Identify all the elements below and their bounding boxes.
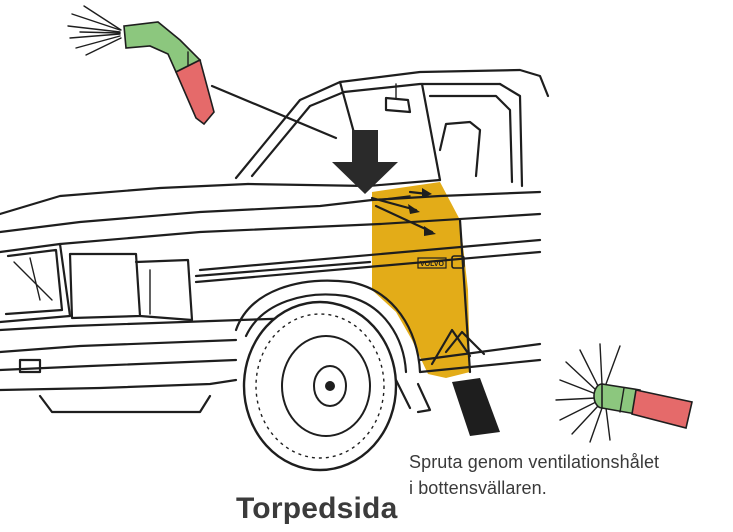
spray-lines-right — [555, 343, 621, 443]
spray-nozzle-right — [555, 343, 693, 443]
spray-nozzle-top — [67, 5, 215, 126]
car-outline — [0, 68, 550, 414]
sill-arrows — [430, 328, 500, 436]
flow-arrows — [370, 188, 436, 236]
caption-line-1: Spruta genom ventilationshålet — [409, 452, 660, 472]
instruction-caption: Spruta genom ventilationshålet i bottens… — [409, 449, 659, 501]
leader-line — [210, 84, 338, 140]
section-title: Torpedsida — [236, 492, 398, 525]
badge-text: VOLVO — [420, 261, 445, 268]
badge: VOLVO — [417, 255, 465, 269]
front-wheel — [242, 300, 398, 472]
spray-lines-top — [67, 5, 122, 56]
treated-area — [372, 182, 470, 378]
caption-line-2: i bottensvällaren. — [409, 478, 547, 498]
down-arrow-icon — [332, 130, 398, 194]
